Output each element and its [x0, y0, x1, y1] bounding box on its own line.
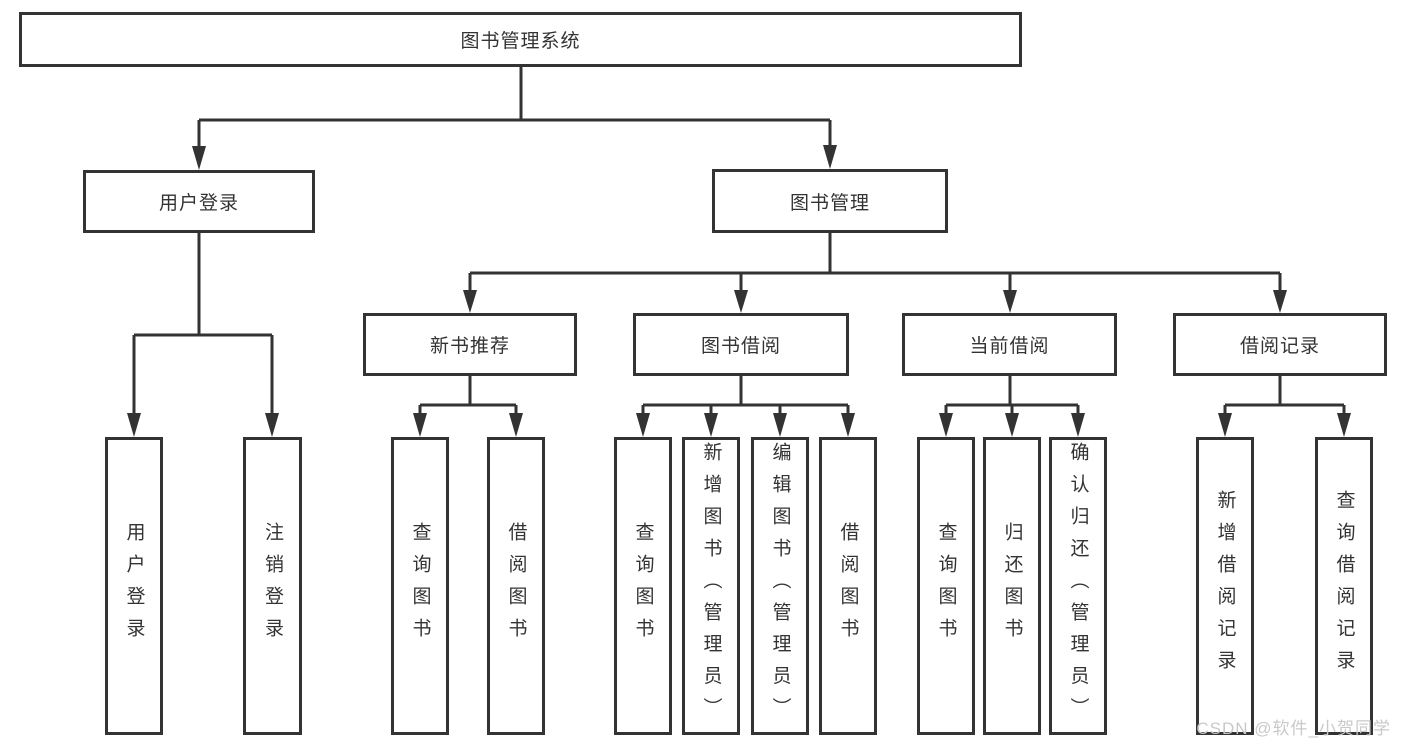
node-new-book-recommendation: 新书推荐 [363, 313, 577, 376]
node-book-management-label: 图书管理 [789, 192, 870, 214]
leaf-borrow-books-borrowing: 借阅图书 [819, 437, 877, 735]
node-label: 图书借阅 [700, 336, 781, 357]
node-book-management: 图书管理 [712, 169, 948, 233]
node-root: 图书管理系统 [19, 12, 1022, 67]
node-user-login: 用户登录 [83, 170, 315, 233]
leaf-label: 借阅图书 [837, 522, 859, 650]
leaf-label: 编辑图书（管理员） [769, 442, 791, 730]
leaf-query-books-borrowing: 查询图书 [614, 437, 672, 735]
leaf-confirm-return-admin: 确认归还（管理员） [1049, 437, 1107, 735]
leaf-edit-book-admin: 编辑图书（管理员） [751, 437, 809, 735]
leaf-label: 查询图书 [935, 522, 957, 650]
leaf-label: 查询图书 [409, 522, 431, 650]
leaf-label: 归还图书 [1001, 522, 1023, 650]
csdn-watermark: CSDN @软件_小贺同学 [1196, 719, 1391, 738]
leaf-add-borrow-record: 新增借阅记录 [1196, 437, 1254, 735]
leaf-return-book: 归还图书 [983, 437, 1041, 735]
leaf-query-borrow-record: 查询借阅记录 [1315, 437, 1373, 735]
leaf-label: 确认归还（管理员） [1067, 442, 1089, 730]
leaf-add-book-admin: 新增图书（管理员） [682, 437, 740, 735]
leaf-logout: 注销登录 [243, 437, 302, 735]
node-label: 当前借阅 [969, 336, 1050, 357]
node-root-label: 图书管理系统 [460, 31, 581, 52]
leaf-label: 查询借阅记录 [1333, 490, 1355, 682]
node-current-borrowing: 当前借阅 [902, 313, 1117, 376]
leaf-query-books-current: 查询图书 [917, 437, 975, 735]
leaf-label: 用户登录 [123, 522, 145, 650]
node-label: 借阅记录 [1239, 336, 1320, 357]
node-book-borrowing: 图书借阅 [633, 313, 849, 376]
leaf-label: 借阅图书 [505, 522, 527, 650]
node-user-login-label: 用户登录 [158, 193, 239, 214]
leaf-user-login: 用户登录 [105, 437, 163, 735]
node-label: 新书推荐 [429, 336, 510, 357]
leaf-label: 查询图书 [632, 522, 654, 650]
node-borrowing-records: 借阅记录 [1173, 313, 1387, 376]
leaf-borrow-books-recommend: 借阅图书 [487, 437, 545, 735]
leaf-label: 新增图书（管理员） [700, 442, 722, 730]
leaf-label: 注销登录 [262, 522, 283, 650]
leaf-label: 新增借阅记录 [1214, 490, 1236, 682]
leaf-query-books-recommend: 查询图书 [391, 437, 449, 735]
